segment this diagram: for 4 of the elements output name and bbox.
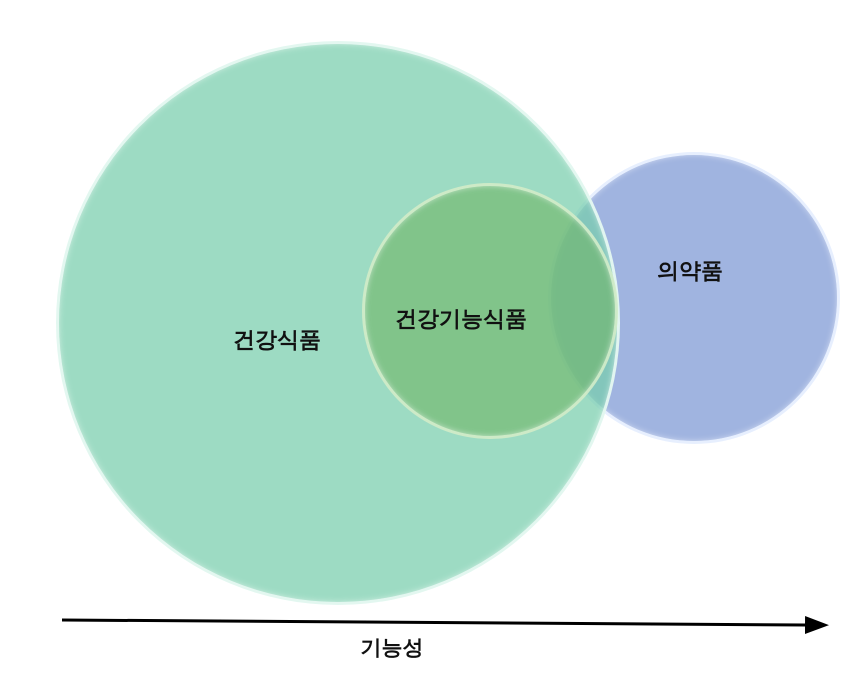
axis-label: 기능성 <box>360 635 424 661</box>
category-label: 의약품 <box>657 258 723 286</box>
category-label: 건강식품 <box>233 328 321 354</box>
category-label: 건강기능식품 <box>395 306 527 334</box>
